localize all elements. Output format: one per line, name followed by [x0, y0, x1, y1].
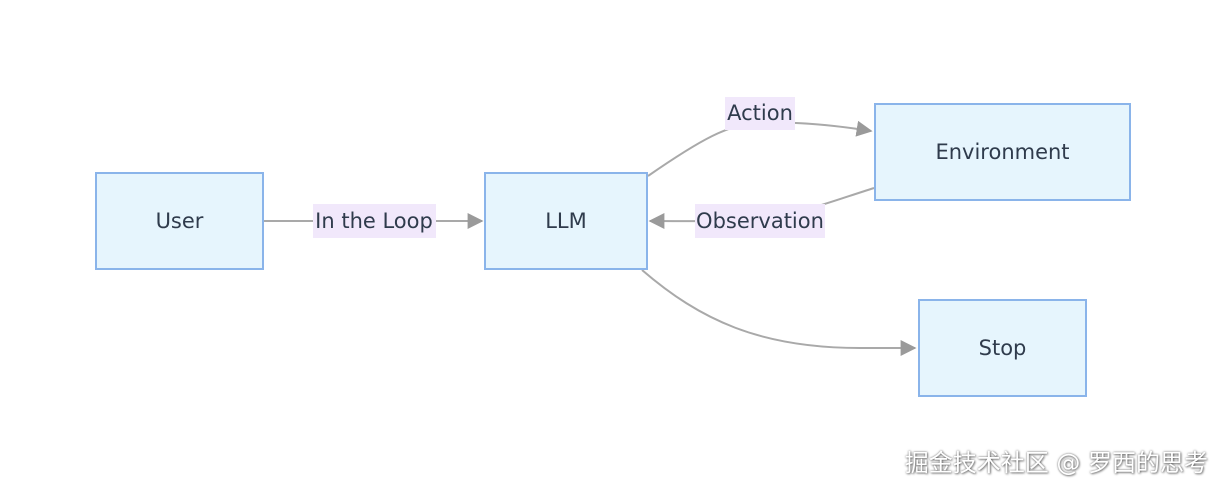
edge-llm-to-stop-line [641, 269, 917, 356]
node-user: User [95, 172, 264, 270]
node-user-label: User [156, 209, 204, 233]
edge-label-in-the-loop: In the Loop [313, 204, 436, 238]
node-stop-box [918, 299, 1087, 397]
node-stop: Stop [918, 299, 1087, 397]
edge-llm-to-stop [641, 269, 917, 356]
node-environment-box [874, 103, 1131, 201]
edge-label-observation: Observation [695, 204, 825, 238]
edge-llm-to-environment [647, 120, 873, 177]
edge-label-text: In the Loop [315, 209, 433, 233]
node-user-box [95, 172, 264, 270]
edge-label-text: Observation [696, 209, 824, 233]
watermark-text: 掘金技术社区 @ 罗西的思考 [904, 449, 1208, 477]
edge-label-bg [695, 204, 825, 238]
edge-label-bg [313, 204, 436, 238]
node-stop-label: Stop [979, 336, 1027, 360]
node-llm-label: LLM [545, 209, 587, 233]
node-llm-box [484, 172, 648, 270]
edge-label-text: Action [727, 101, 793, 125]
node-environment-label: Environment [935, 140, 1069, 164]
edge-llm-to-environment-line [647, 120, 873, 177]
node-environment: Environment [874, 103, 1131, 201]
node-llm: LLM [484, 172, 648, 270]
edge-label-bg [725, 97, 795, 130]
edge-label-action: Action [725, 97, 795, 130]
